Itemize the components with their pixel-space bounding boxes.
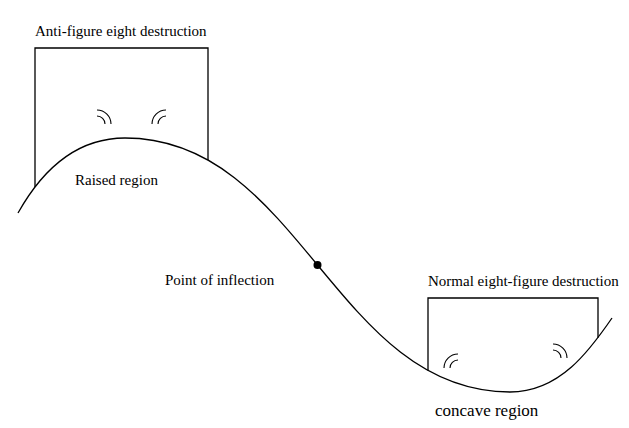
label-anchor: concave region — [435, 401, 538, 421]
crack-arc — [450, 360, 458, 368]
crack-arc — [553, 344, 567, 358]
crack-arc — [97, 116, 105, 124]
wave-curve — [18, 138, 612, 392]
box-outline — [428, 298, 598, 371]
box-outline — [35, 48, 208, 187]
raised-region-box: Anti-figure eight destruction — [35, 48, 208, 187]
region-outline — [35, 48, 208, 187]
label-anchor: Raised region — [75, 171, 158, 189]
region-outline — [428, 298, 598, 371]
box-heading: Anti-figure eight destruction — [35, 22, 207, 40]
inflection-dot — [314, 261, 322, 269]
crack-arc — [444, 354, 458, 368]
concave-region-box: Normal eight-figure destruction — [428, 298, 598, 371]
crack-arcs — [97, 110, 567, 368]
region-label: concave region — [435, 401, 538, 421]
point-label: Point of inflection — [165, 271, 274, 289]
crack-arc — [152, 110, 166, 124]
crack-arc — [553, 350, 561, 358]
crack-arc — [97, 110, 111, 124]
box-heading: Normal eight-figure destruction — [428, 272, 619, 290]
region-label: Raised region — [75, 171, 158, 189]
crack-arc — [158, 116, 166, 124]
label-anchor: Point of inflection — [165, 271, 274, 289]
